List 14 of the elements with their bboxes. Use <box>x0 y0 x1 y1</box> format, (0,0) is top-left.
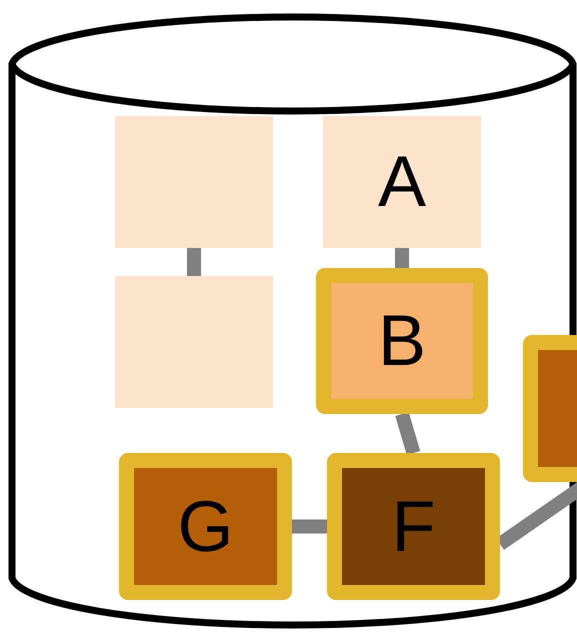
box-label: G <box>177 490 234 562</box>
connector-line <box>187 248 201 276</box>
process-box <box>323 116 481 248</box>
process-box <box>119 453 292 600</box>
process-box <box>327 453 500 600</box>
connector-line <box>395 248 409 268</box>
connector-line <box>292 520 327 534</box>
empty-box <box>115 276 273 408</box>
box-label: B <box>378 305 426 377</box>
box-label: A <box>378 146 426 218</box>
connector-line <box>395 412 420 455</box>
box-label: F <box>392 490 436 562</box>
process-box <box>316 268 488 414</box>
empty-box <box>115 116 273 248</box>
